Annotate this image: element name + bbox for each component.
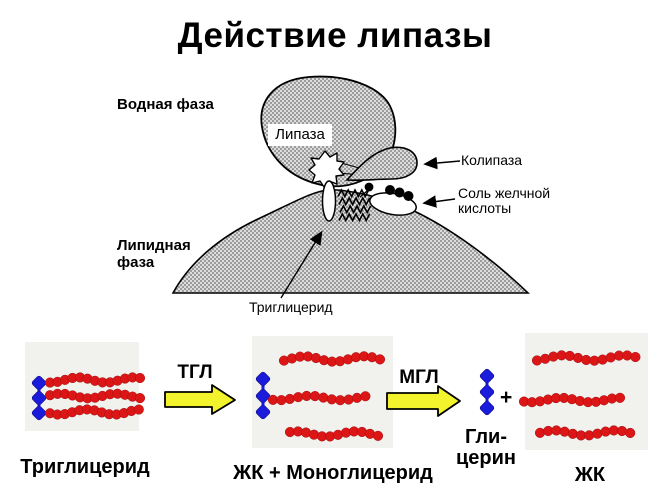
glycerol-label: Гли- церин [450,427,522,469]
fatty-acid-bead [284,393,295,404]
monoglyceride-molecule [255,351,386,442]
glycerol-bead [255,404,271,420]
bile-dot [403,191,414,201]
lipid-phase-label: Липидная фаза [117,237,191,271]
bile-dot-link [359,190,368,198]
fatty-acids-label: ЖК [574,464,606,486]
fatty-acid-bead [343,394,354,405]
fatty-acid-bead [134,372,146,384]
fatty-acid-bead [584,430,595,441]
bile-dot [394,187,405,198]
fatty-acid-bead [531,355,543,366]
glycerol-bead [31,390,47,406]
fatty-acid-bead [372,430,384,441]
fatty-acid-bead [133,404,144,415]
substrate-label: Триглицерид [20,456,150,478]
glycerol-bead [255,388,271,404]
fatty-acid-bead [276,395,287,406]
reaction-arrow-1 [164,384,236,415]
fatty-acid-bead [360,391,371,402]
glycerol-bead [479,384,495,400]
fatty-acid-bead [614,392,626,403]
glycerol-line2: церин [455,447,516,469]
bile-dot [364,182,374,192]
colipase-label: Колипаза [461,152,523,168]
intermediate-label: ЖК + Моноглицерид [233,462,433,484]
fatty-acid-bead [293,392,304,403]
lipid-phase-shape [171,189,530,294]
fatty-acid-bead [351,392,363,403]
reaction-arrow-2 [386,385,461,417]
fatty-acid-bead [318,392,329,403]
glycerol-molecule [479,368,495,416]
fatty-acid-bead [335,395,346,406]
glycerol-bead [479,368,495,384]
bile-salt-arrow [422,195,456,208]
triglyceride-capsule [321,180,337,222]
glycerol-line1: Гли- [464,426,507,448]
glycerol-bead [31,375,47,391]
zigzag-tail [338,212,371,223]
page-title: Действие липазы [177,16,493,55]
fatty-acid-bead [326,394,337,405]
bile-salt-line1: Соль желчной [458,185,551,201]
fatty-acid-bead [605,352,616,363]
zigzag-tail [339,204,372,215]
triglyceride-pointer-label: Триглицерид [249,299,333,315]
colipase-blob [345,146,418,182]
zigzag-tail [338,196,371,207]
fatty-acid-bead [534,427,546,438]
bile-dot [385,185,395,195]
lipid-phase-line1: Липидная [117,237,191,254]
fatty-acid-bead [309,391,321,402]
glycerol-bead [255,371,271,387]
bile-salt-line2: кислоты [458,200,512,216]
fatty-acid-bead [374,354,386,365]
fatty-acid-bead [625,427,636,439]
triglyceride-arrow [280,230,323,299]
fatty-acid-chains [518,350,641,441]
bead-molecules [31,350,641,442]
triglyceride-molecule [31,372,146,421]
lipase-label: Липаза [268,124,332,146]
fatty-acid-bead [567,428,578,439]
enzyme-mgl-label: МГЛ [399,367,439,388]
lipid-phase-line2: фаза [117,254,155,271]
glycerol-bead [479,400,495,416]
fatty-acid-bead [630,351,641,363]
enzyme-tgl-label: ТГЛ [177,362,213,383]
bile-salt-label: Соль желчной кислоты [458,186,550,216]
colipase-arrow [423,156,461,170]
plus-sign: + [500,386,513,409]
fatty-acid-bead [622,350,633,361]
glycerol-bead [31,405,47,421]
water-phase-label: Водная фаза [117,96,214,113]
fatty-acid-bead [134,393,146,404]
bile-salt-dots [364,182,414,201]
